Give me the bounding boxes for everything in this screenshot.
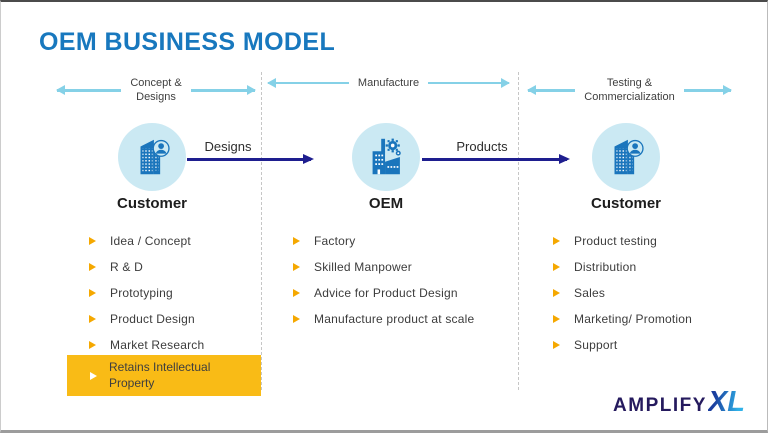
phase-label: Manufacture (357, 77, 420, 89)
arrow-bullet-icon (293, 237, 300, 245)
left-arrow-icon (57, 89, 122, 92)
products-flow-arrow-icon (422, 158, 567, 161)
list-item-label: Sales (574, 286, 606, 300)
left-arrow-icon (528, 89, 576, 92)
list-item: Sales (553, 280, 692, 306)
left-arrow-icon (268, 81, 349, 85)
phase-concept-designs: Concept & Designs (57, 76, 255, 105)
amplifyxl-logo: AMPLIFY XL (613, 386, 745, 419)
arrow-bullet-icon (89, 237, 96, 245)
list-item: Factory (293, 228, 474, 254)
list-item-label: Prototyping (110, 286, 173, 300)
arrow-bullet-icon (553, 341, 560, 349)
list-item: Idea / Concept (89, 228, 204, 254)
phase-manufacture: Manufacture (268, 76, 509, 90)
arrow-bullet-icon (293, 289, 300, 297)
list-item-label: Factory (314, 234, 356, 248)
list-item-label: Skilled Manpower (314, 260, 412, 274)
arrow-bullet-icon (89, 263, 96, 271)
column-divider (261, 72, 262, 390)
list-item: Distribution (553, 254, 692, 280)
arrow-bullet-icon (89, 315, 96, 323)
phase-testing-commercialization: Testing & Commercialization (528, 76, 732, 105)
customer-commercialization-list: Product testing Distribution Sales Marke… (553, 228, 692, 358)
arrow-bullet-icon (89, 289, 96, 297)
building-person-icon (140, 139, 170, 175)
page-title: OEM BUSINESS MODEL (39, 28, 336, 56)
customer-activities-list: Idea / Concept R & D Prototyping Product… (89, 228, 204, 358)
arrow-bullet-icon (89, 341, 96, 349)
list-item-label: Manufacture product at scale (314, 312, 475, 326)
arrow-bullet-icon (293, 315, 300, 323)
logo-text: AMPLIFY (613, 395, 707, 416)
highlighted-item-retains-ip: Retains Intellectual Property (67, 355, 261, 396)
column-divider (518, 72, 519, 390)
arrow-bullet-icon (293, 263, 300, 271)
list-item: Support (553, 332, 692, 358)
list-item: R & D (89, 254, 204, 280)
list-item-label: Marketing/ Promotion (574, 312, 693, 326)
list-item: Prototyping (89, 280, 204, 306)
highlight-label: Retains Intellectual Property (109, 359, 211, 390)
customer-icon-circle (592, 123, 660, 191)
list-item: Advice for Product Design (293, 280, 474, 306)
arrow-bullet-icon (553, 315, 560, 323)
list-item: Marketing/ Promotion (553, 306, 692, 332)
list-item-label: R & D (110, 260, 144, 274)
factory-icon (372, 138, 401, 175)
list-item: Product Design (89, 306, 204, 332)
list-item-label: Market Research (110, 338, 205, 352)
right-arrow-icon (428, 81, 509, 85)
oem-capabilities-list: Factory Skilled Manpower Advice for Prod… (293, 228, 474, 332)
phase-label: Concept & Designs (130, 77, 182, 104)
entity-name-customer: Customer (116, 195, 188, 212)
list-item-label: Advice for Product Design (314, 286, 458, 300)
entity-name-customer: Customer (590, 195, 662, 212)
list-item-label: Distribution (574, 260, 637, 274)
list-item: Manufacture product at scale (293, 306, 474, 332)
right-arrow-icon (683, 89, 732, 92)
building-person-icon (614, 139, 644, 175)
list-item-label: Idea / Concept (110, 234, 191, 248)
designs-flow-label: Designs (204, 139, 252, 154)
right-arrow-icon (190, 89, 255, 92)
arrow-bullet-icon (90, 371, 97, 380)
list-item: Product testing (553, 228, 692, 254)
designs-flow-arrow-icon (187, 158, 311, 161)
oem-icon-circle (352, 123, 420, 191)
list-item: Skilled Manpower (293, 254, 474, 280)
list-item: Market Research (89, 332, 204, 358)
arrow-bullet-icon (553, 237, 560, 245)
logo-suffix: XL (707, 386, 745, 418)
list-item-label: Support (574, 338, 618, 352)
products-flow-label: Products (456, 139, 508, 154)
list-item-label: Product Design (110, 312, 195, 326)
list-item-label: Product testing (574, 234, 658, 248)
customer-icon-circle (118, 123, 186, 191)
entity-name-oem: OEM (368, 195, 404, 212)
phase-label: Testing & Commercialization (584, 77, 675, 104)
arrow-bullet-icon (553, 289, 560, 297)
arrow-bullet-icon (553, 263, 560, 271)
